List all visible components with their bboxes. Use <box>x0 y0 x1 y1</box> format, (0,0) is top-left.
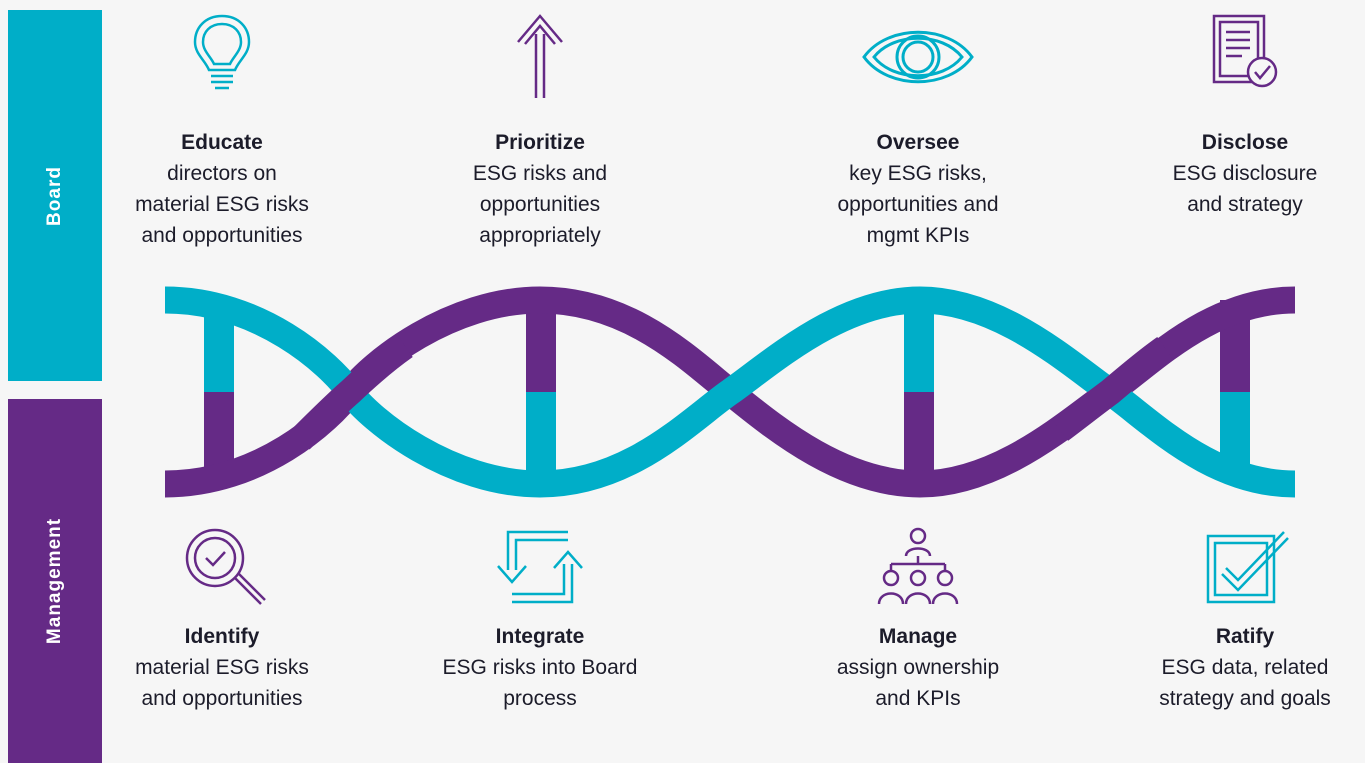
management-item-integrate: Integrate ESG risks into Board process <box>410 522 670 714</box>
board-side-bar: Board <box>8 10 102 381</box>
disclose-title: Disclose <box>1201 131 1289 154</box>
educate-desc-line: directors on <box>167 162 277 185</box>
prioritize-desc-line: opportunities <box>479 193 601 216</box>
helix-rung <box>904 300 934 392</box>
board-item-oversee: Oversee key ESG risks, opportunities and… <box>788 12 1048 251</box>
org-people-icon <box>877 527 959 605</box>
manage-desc-line: and KPIs <box>875 687 961 710</box>
eye-icon <box>862 30 974 84</box>
ratify-desc-line: ESG data, related <box>1161 656 1329 679</box>
management-item-ratify: Ratify ESG data, related strategy and go… <box>1115 522 1365 714</box>
disclose-desc-line: ESG disclosure <box>1172 162 1318 185</box>
integrate-title: Integrate <box>495 625 585 648</box>
checkbox-icon <box>1206 531 1289 604</box>
integrate-desc-line: ESG risks into Board <box>442 656 638 679</box>
manage-title: Manage <box>878 625 958 648</box>
integrate-desc-line: process <box>503 687 577 710</box>
manage-desc-line: assign ownership <box>836 656 1000 679</box>
identify-desc-line: material ESG risks <box>135 656 309 679</box>
educate-title: Educate <box>181 131 263 154</box>
identify-desc-line: and opportunities <box>141 687 303 710</box>
oversee-title: Oversee <box>876 131 960 154</box>
management-item-manage: Manage assign ownership and KPIs <box>788 522 1048 714</box>
document-check-icon <box>1212 14 1278 88</box>
helix-rung <box>904 392 934 482</box>
management-item-identify: Identify material ESG risks and opportun… <box>92 522 352 714</box>
prioritize-desc-line: ESG risks and <box>472 162 608 185</box>
board-item-disclose: Disclose ESG disclosure and strategy <box>1115 12 1365 220</box>
prioritize-desc-line: appropriately <box>479 224 601 247</box>
double-arrow-up-icon <box>517 14 563 98</box>
cycle-arrows-icon <box>497 530 583 604</box>
helix-rung <box>526 392 556 482</box>
helix-rung <box>526 300 556 392</box>
magnifier-check-icon <box>185 528 266 605</box>
identify-title: Identify <box>184 625 260 648</box>
disclose-desc-line: and strategy <box>1187 193 1303 216</box>
oversee-desc-line: mgmt KPIs <box>866 224 970 247</box>
lightbulb-icon <box>193 14 251 90</box>
oversee-desc-line: opportunities and <box>837 193 999 216</box>
educate-desc-line: material ESG risks <box>135 193 309 216</box>
ratify-title: Ratify <box>1215 625 1275 648</box>
educate-desc-line: and opportunities <box>141 224 303 247</box>
board-item-educate: Educate directors on material ESG risks … <box>92 12 352 251</box>
oversee-desc-line: key ESG risks, <box>849 162 987 185</box>
board-item-prioritize: Prioritize ESG risks and opportunities a… <box>410 12 670 251</box>
prioritize-title: Prioritize <box>495 131 585 154</box>
ratify-desc-line: strategy and goals <box>1159 687 1331 710</box>
management-side-bar: Management <box>8 399 102 763</box>
